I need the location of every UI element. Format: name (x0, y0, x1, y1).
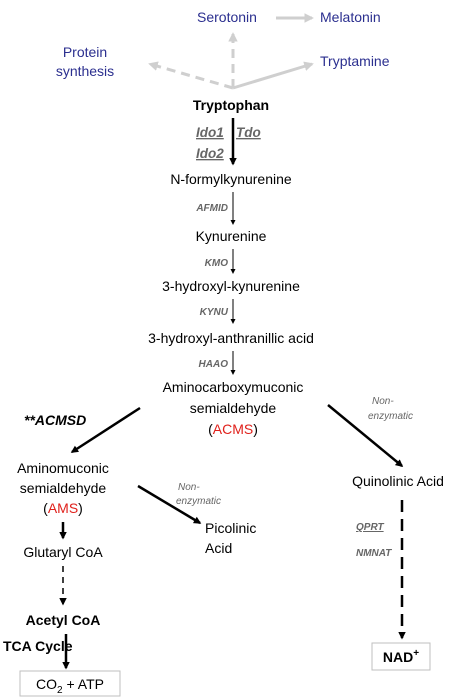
protein-synthesis-line1: Protein (63, 44, 107, 60)
enzyme-afmid: AFMID (195, 203, 228, 214)
enzyme-kynu: KYNU (200, 307, 229, 318)
nad-label: NAD+ (383, 648, 419, 665)
arrow-acms-to-quinolinic (327, 404, 404, 467)
ams-abbrev: (AMS) (43, 500, 83, 516)
arrow-to-tryptamine (232, 61, 314, 90)
nad-box (371, 642, 431, 671)
arrow-acms-to-ams (70, 406, 141, 454)
enzyme-kmo: KMO (205, 258, 229, 269)
kynurenine-label: Kynurenine (196, 228, 267, 244)
nonenzymatic-middle-line2: enzymatic (176, 496, 221, 507)
enzyme-ido1: Ido1 (196, 125, 224, 140)
tryptamine-label: Tryptamine (320, 53, 390, 69)
tryptophan-label: Tryptophan (193, 97, 269, 113)
serotonin-label: Serotonin (197, 9, 257, 25)
acms-abbrev: (ACMS) (208, 421, 258, 437)
enzyme-qprt: QPRT (356, 522, 384, 533)
quinolinic-acid-label: Quinolinic Acid (352, 473, 444, 489)
enzyme-nmnat: NMNAT (356, 548, 392, 559)
enzyme-tdo: Tdo (236, 125, 261, 140)
co2-atp-box (19, 670, 121, 697)
nonenzymatic-right-line2: enzymatic (368, 411, 413, 422)
protein-synthesis-line2: synthesis (56, 63, 114, 79)
arrow-ams-to-picolinic (137, 484, 202, 525)
acms-line1: Aminocarboxymuconic (163, 379, 304, 395)
co2-atp-label: CO2 + ATP (36, 676, 104, 696)
nonenzymatic-right-line1: Non- (372, 396, 394, 407)
enzyme-acmsd: **ACMSD (24, 412, 86, 428)
nonenzymatic-middle-line1: Non- (178, 482, 200, 493)
tca-cycle-label: TCA Cycle (3, 638, 73, 654)
ams-line2: semialdehyde (20, 480, 107, 496)
3-hydroxyl-kynurenine-label: 3-hydroxyl-kynurenine (162, 278, 300, 294)
acms-line2: semialdehyde (190, 400, 277, 416)
picolinic-acid-line2: Acid (205, 540, 232, 556)
arrow-to-protein-synthesis (148, 61, 234, 90)
ams-line1: Aminomuconic (17, 460, 109, 476)
gray-branch-arrows (148, 13, 314, 90)
3-hydroxyl-anthranillic-acid-label: 3-hydroxyl-anthranillic acid (148, 330, 314, 346)
n-formylkynurenine-label: N-formylkynurenine (170, 171, 292, 187)
melatonin-label: Melatonin (320, 9, 381, 25)
picolinic-acid-line1: Picolinic (205, 520, 256, 536)
acetyl-coa-label: Acetyl CoA (26, 612, 101, 628)
enzyme-haao: HAAO (199, 359, 229, 370)
glutaryl-coa-label: Glutaryl CoA (23, 544, 103, 560)
enzyme-ido2: Ido2 (196, 146, 224, 161)
